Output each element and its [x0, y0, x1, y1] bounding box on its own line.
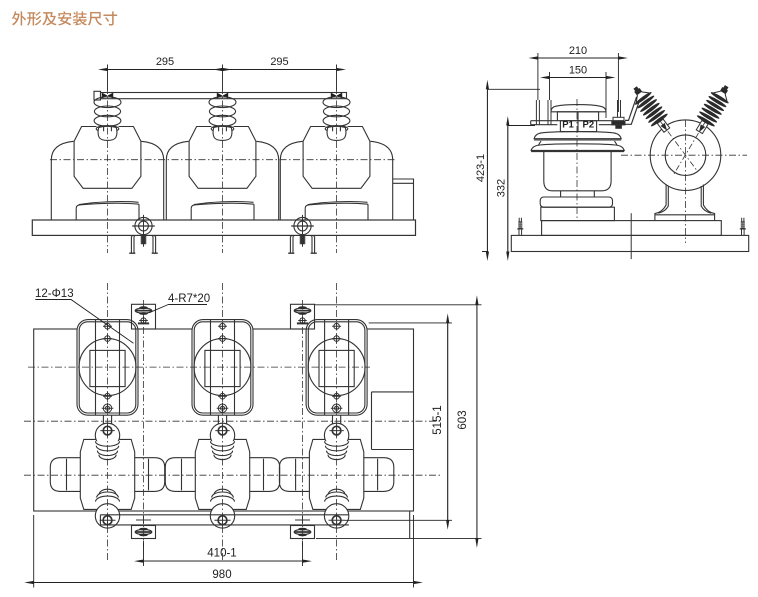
svg-text:603: 603	[457, 410, 469, 429]
svg-text:423-1: 423-1	[475, 154, 487, 182]
svg-text:295: 295	[270, 56, 288, 68]
svg-text:332: 332	[496, 179, 508, 197]
svg-text:150: 150	[569, 65, 587, 77]
svg-text:4-R7*20: 4-R7*20	[168, 293, 210, 305]
svg-text:P2: P2	[582, 119, 594, 130]
svg-text:515-1: 515-1	[432, 405, 444, 434]
svg-text:210: 210	[569, 45, 587, 57]
svg-text:980: 980	[212, 569, 231, 581]
svg-text:410-1: 410-1	[207, 548, 236, 560]
svg-text:P1: P1	[562, 119, 574, 130]
svg-text:12-Φ13: 12-Φ13	[35, 288, 74, 300]
svg-text:295: 295	[156, 56, 174, 68]
